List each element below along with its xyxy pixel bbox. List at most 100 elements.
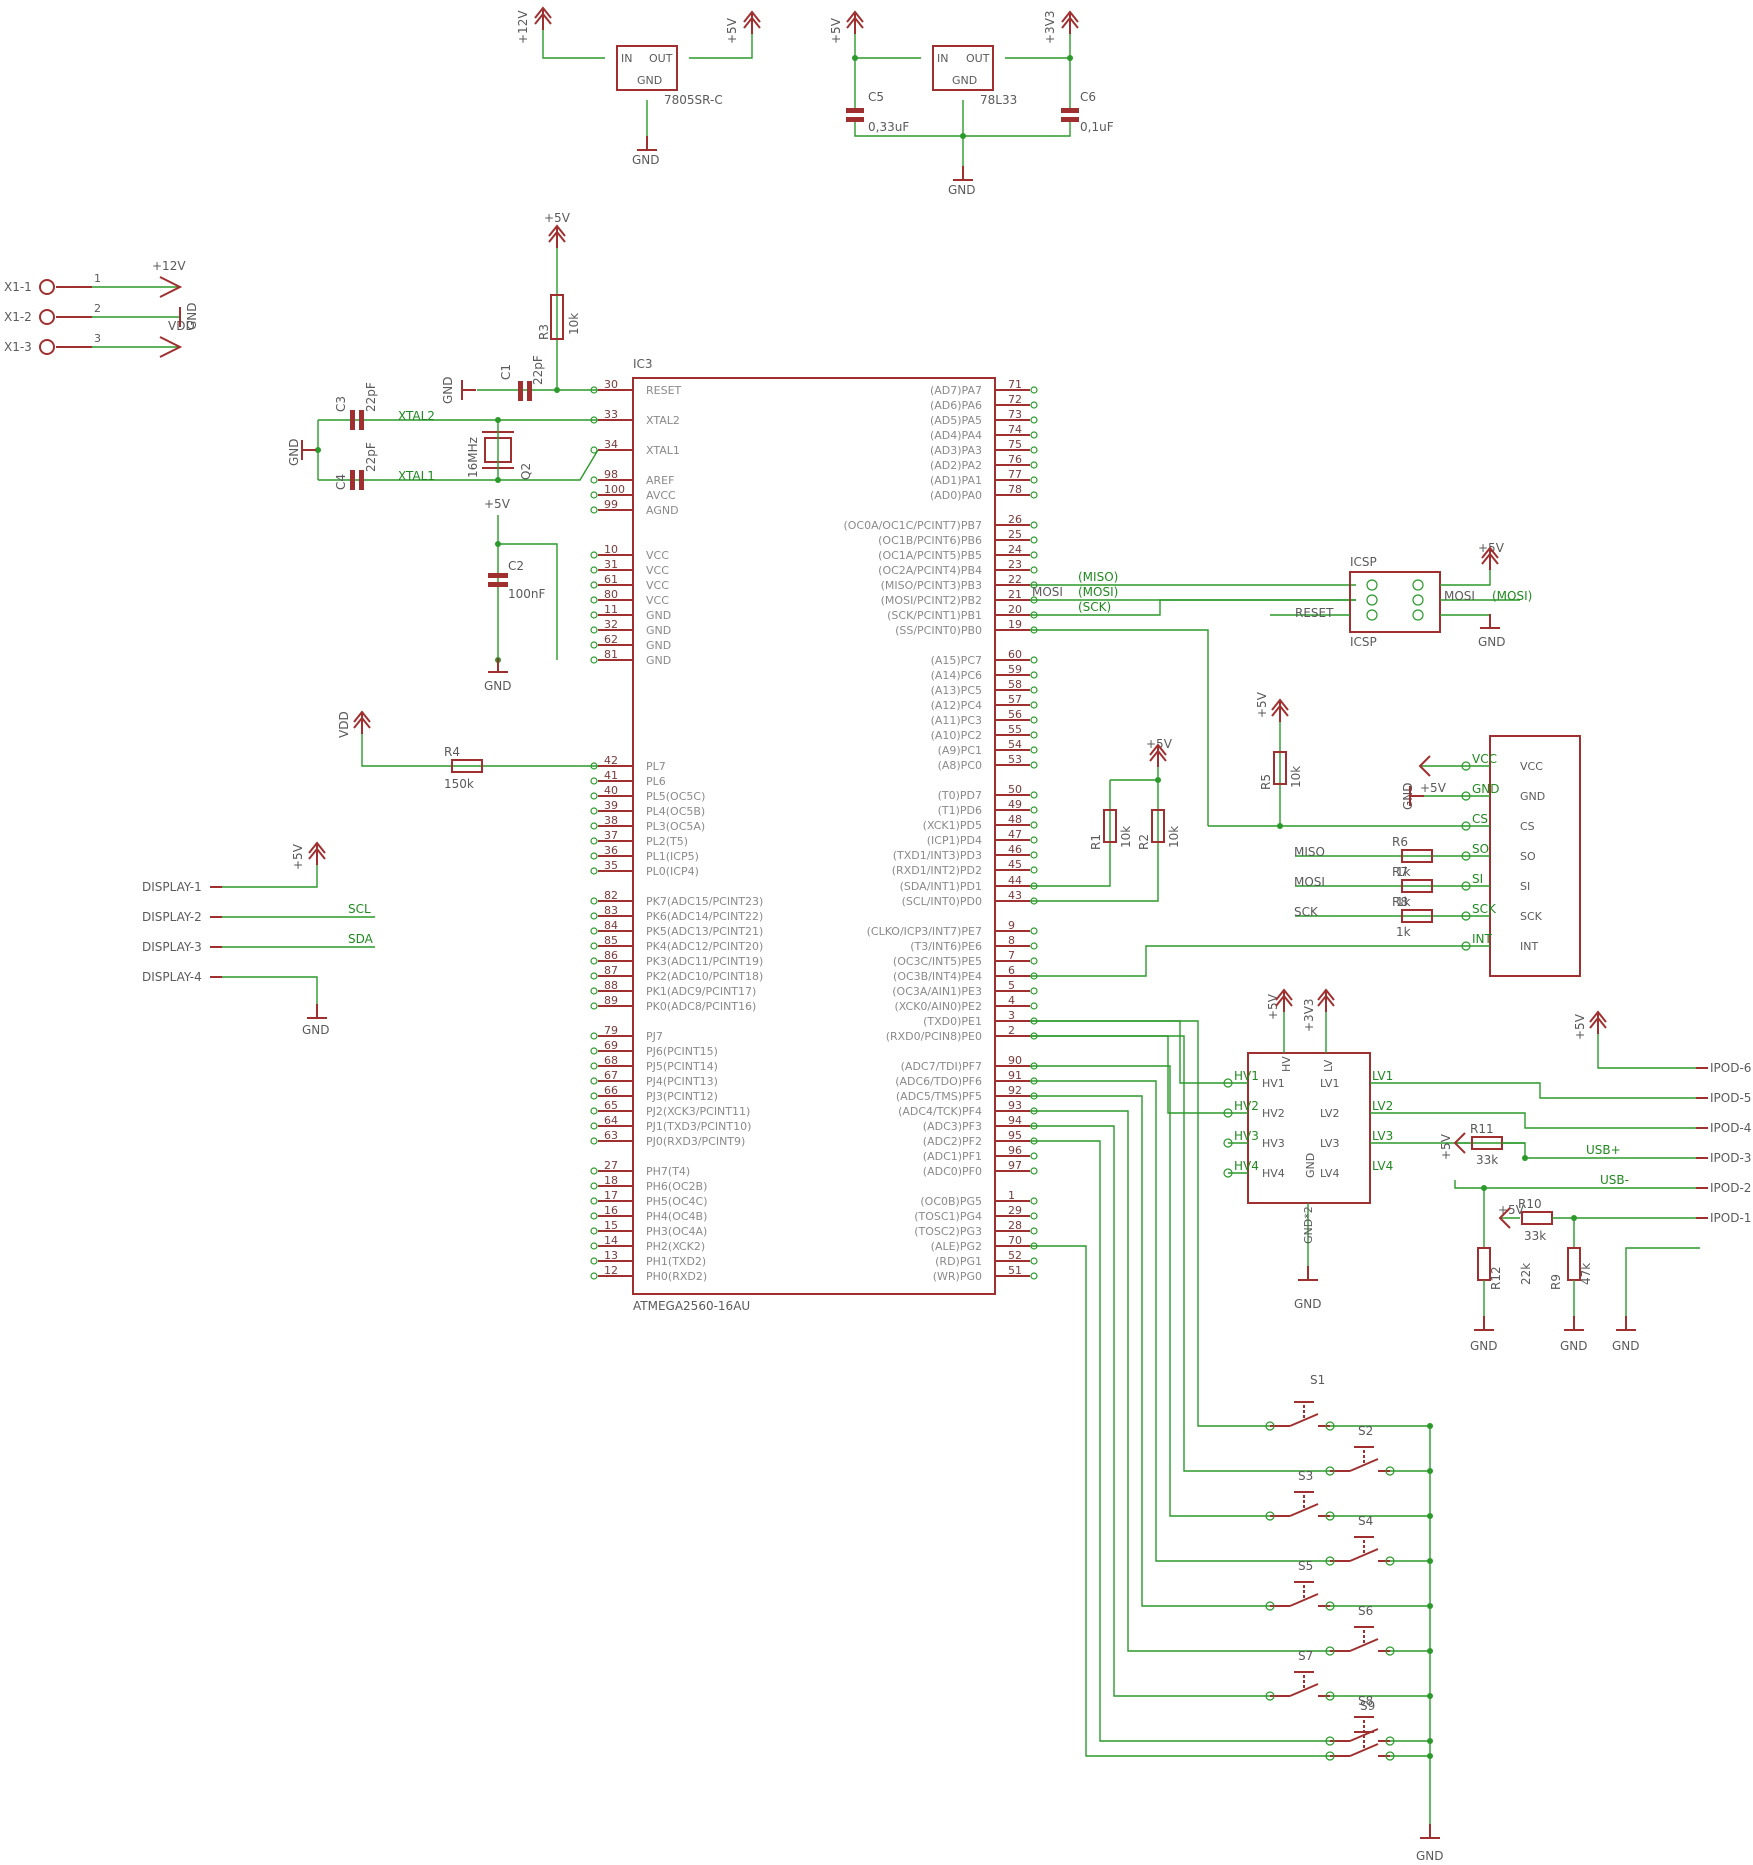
reg2-gnd: GND (952, 74, 977, 87)
mcu-left-pin-number: 67 (604, 1069, 618, 1082)
ipod-pin-label: IPOD-5 (1710, 1091, 1751, 1105)
mcu-right-pin-number: 58 (1008, 678, 1022, 691)
mcu-right-pin-number: 29 (1008, 1204, 1022, 1217)
ls-lv-pin: LV3 (1320, 1137, 1339, 1150)
r2-value: 10k (1167, 826, 1181, 848)
switch-label: S2 (1358, 1424, 1373, 1438)
mcu-right-pin-label: (OC2A/PCINT4)PB4 (878, 564, 982, 577)
mcu-left-pin-label: VCC (646, 564, 669, 577)
r7-name: R7 (1392, 865, 1408, 879)
mcu-left-pin-label: PJ2(XCK3/PCINT11) (646, 1105, 750, 1118)
mcu-right-pin-number: 70 (1008, 1234, 1022, 1247)
display-connector: DISPLAY-1 DISPLAY-2 DISPLAY-3 DISPLAY-4 … (142, 843, 375, 1037)
mcu-right-pin-label: (A13)PC5 (931, 684, 982, 697)
net-usb-plus: USB+ (1586, 1143, 1621, 1157)
crystal-circuit: C3 22pF C4 22pF 16MHz Q2 XTAL2 XTAL1 GND (287, 382, 599, 490)
c6-name: C6 (1080, 90, 1096, 104)
can-gnd: GND (1401, 782, 1415, 810)
mcu-right-pin-number: 3 (1008, 1009, 1015, 1022)
can-pad-label: GND (1472, 782, 1500, 796)
regulator-7805: IN OUT GND 7805SR-C +12V +5V GND (516, 10, 753, 167)
mcu-right-pin-number: 48 (1008, 813, 1022, 826)
mcu-right-pin-label: (OC0A/OC1C/PCINT7)PB7 (843, 519, 982, 532)
ls-right-pad: LV3 (1372, 1129, 1393, 1143)
ipod-connector: R11 33k R10 33k R12 22k R9 47k USB+ USB-… (1370, 1013, 1751, 1353)
reg2-out: OUT (966, 52, 990, 65)
mcu-left-pin-number: 84 (604, 919, 618, 932)
can-pad-label: INT (1472, 932, 1493, 946)
mcu-right-pin-number: 55 (1008, 723, 1022, 736)
ipod-gnd-3: GND (1612, 1339, 1640, 1353)
mcu-right-pin-label: (A14)PC6 (931, 669, 982, 682)
ls-right-pad: LV4 (1372, 1159, 1393, 1173)
r2-name: R2 (1137, 834, 1151, 850)
mcu-left-pin-label: PJ4(PCINT13) (646, 1075, 718, 1088)
display-pin2: DISPLAY-2 (142, 910, 202, 924)
mcu-left-pin-label: PK7(ADC15/PCINT23) (646, 895, 763, 908)
mcu-right-pin-label: (A15)PC7 (931, 654, 982, 667)
mcu-left-pin-label: PL7 (646, 760, 666, 773)
mcu-right-pin-number: 26 (1008, 513, 1022, 526)
ipod-gnd-2: GND (1560, 1339, 1588, 1353)
x1-num3: 3 (94, 332, 101, 345)
mcu-left-pin-number: 79 (604, 1024, 618, 1037)
mcu-right-pin-label: (CLKO/ICP3/INT7)PE7 (867, 925, 982, 938)
push-switch: S9 (1325, 1699, 1395, 1761)
mcu-left-pin-label: PH4(OC4B) (646, 1210, 707, 1223)
mcu-left-pin-label: PL3(OC5A) (646, 820, 705, 833)
mcu-left-pin-number: 64 (604, 1114, 618, 1127)
x1-net1: +12V (152, 259, 186, 273)
net-mosi: (MOSI) (1078, 585, 1118, 599)
ipod-pin-label: IPOD-3 (1710, 1151, 1751, 1165)
mcu-right-pin-number: 7 (1008, 949, 1015, 962)
c1-value: 22pF (531, 355, 545, 385)
mcu-left-pin-number: 89 (604, 994, 618, 1007)
mcu-ref: IC3 (633, 357, 653, 371)
r5-name: R5 (1259, 774, 1273, 790)
ls-lv-pin: LV2 (1320, 1107, 1339, 1120)
mcu-right-pin-number: 28 (1008, 1219, 1022, 1232)
push-switch: S3 (1265, 1469, 1335, 1521)
mcu-right-pin-number: 50 (1008, 783, 1022, 796)
r10-value: 33k (1524, 1229, 1546, 1243)
c3-name: C3 (334, 396, 348, 412)
mcu-left-pin-number: 10 (604, 543, 618, 556)
display-pin1: DISPLAY-1 (142, 880, 202, 894)
r6-name: R6 (1392, 835, 1408, 849)
mcu-left-pin-label: PK6(ADC14/PCINT22) (646, 910, 763, 923)
mcu-left-pin-number: 11 (604, 603, 618, 616)
mcu-right-pin-number: 92 (1008, 1084, 1022, 1097)
reset-gnd: GND (441, 376, 455, 404)
switch-label: S3 (1298, 1469, 1313, 1483)
x1-pin2: X1-2 (4, 310, 32, 324)
regulator-78l33: IN OUT GND 78L33 C5 0,33uF C6 0,1uF +5V … (829, 10, 1114, 197)
mcu-left-pin-number: 39 (604, 799, 618, 812)
r5-value: 10k (1289, 766, 1303, 788)
mcu-left-pin-label: AREF (646, 474, 674, 487)
ls-left-pad: HV3 (1234, 1129, 1259, 1143)
ipod-pin-label: IPOD-6 (1710, 1061, 1751, 1075)
mcu-right-pin-number: 74 (1008, 423, 1022, 436)
switch-label: S8 (1358, 1694, 1373, 1708)
decoupling-circuit: C2 100nF +5V GND (484, 497, 558, 693)
can-pin-label: CS (1520, 820, 1535, 833)
mcu-left-pin-label: PJ1(TXD3/PCINT10) (646, 1120, 751, 1133)
mcu-left-pin-label: PH1(TXD2) (646, 1255, 706, 1268)
mcu-right-pin-label: (SDA/INT1)PD1 (900, 880, 982, 893)
icsp-label-bottom: ICSP (1350, 635, 1377, 649)
net-sck: (SCK) (1078, 600, 1111, 614)
mcu-right-pin-number: 44 (1008, 874, 1022, 887)
push-switch: S6 (1325, 1604, 1395, 1656)
mcu-left-pin-label: AVCC (646, 489, 676, 502)
push-switch: S5 (1265, 1559, 1335, 1611)
mcu-right-pin-label: (ADC6/TDO)PF6 (895, 1075, 982, 1088)
ls-hv-pin: HV1 (1262, 1077, 1285, 1090)
mcu-left-pin-number: 62 (604, 633, 618, 646)
mcu-right-pin-number: 95 (1008, 1129, 1022, 1142)
ls-lv-pin: LV4 (1320, 1167, 1339, 1180)
switch-label: S7 (1298, 1649, 1313, 1663)
mcu-right-pin-number: 56 (1008, 708, 1022, 721)
ls-top-hv: HV (1280, 1056, 1293, 1072)
mcu-right-pin-label: (TXD0)PE1 (923, 1015, 982, 1028)
